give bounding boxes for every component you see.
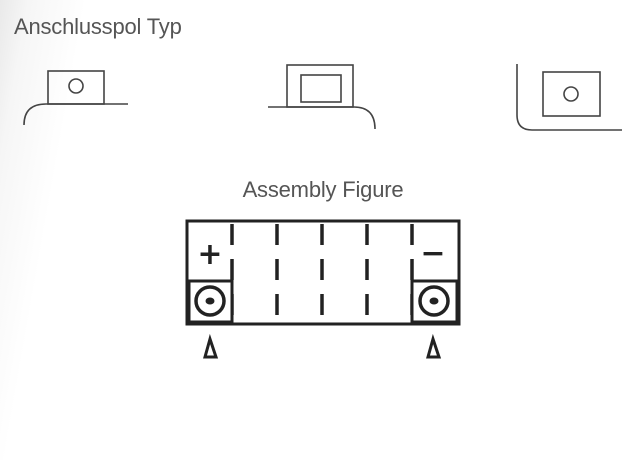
negative-terminal bbox=[410, 279, 459, 324]
negative-symbol: − bbox=[420, 236, 445, 271]
assembly-figure-title: Assembly Figure bbox=[242, 177, 404, 202]
terminal-type-1-icon bbox=[23, 70, 128, 126]
positive-symbol: + bbox=[197, 237, 222, 272]
positive-marker-triangle-icon bbox=[203, 333, 219, 359]
page-title: Anschlusspol Typ bbox=[14, 14, 182, 39]
terminal-type-3-icon bbox=[516, 64, 622, 131]
positive-terminal bbox=[187, 279, 234, 324]
negative-marker-triangle-icon bbox=[426, 333, 442, 359]
terminal-type-2-icon bbox=[268, 64, 376, 130]
